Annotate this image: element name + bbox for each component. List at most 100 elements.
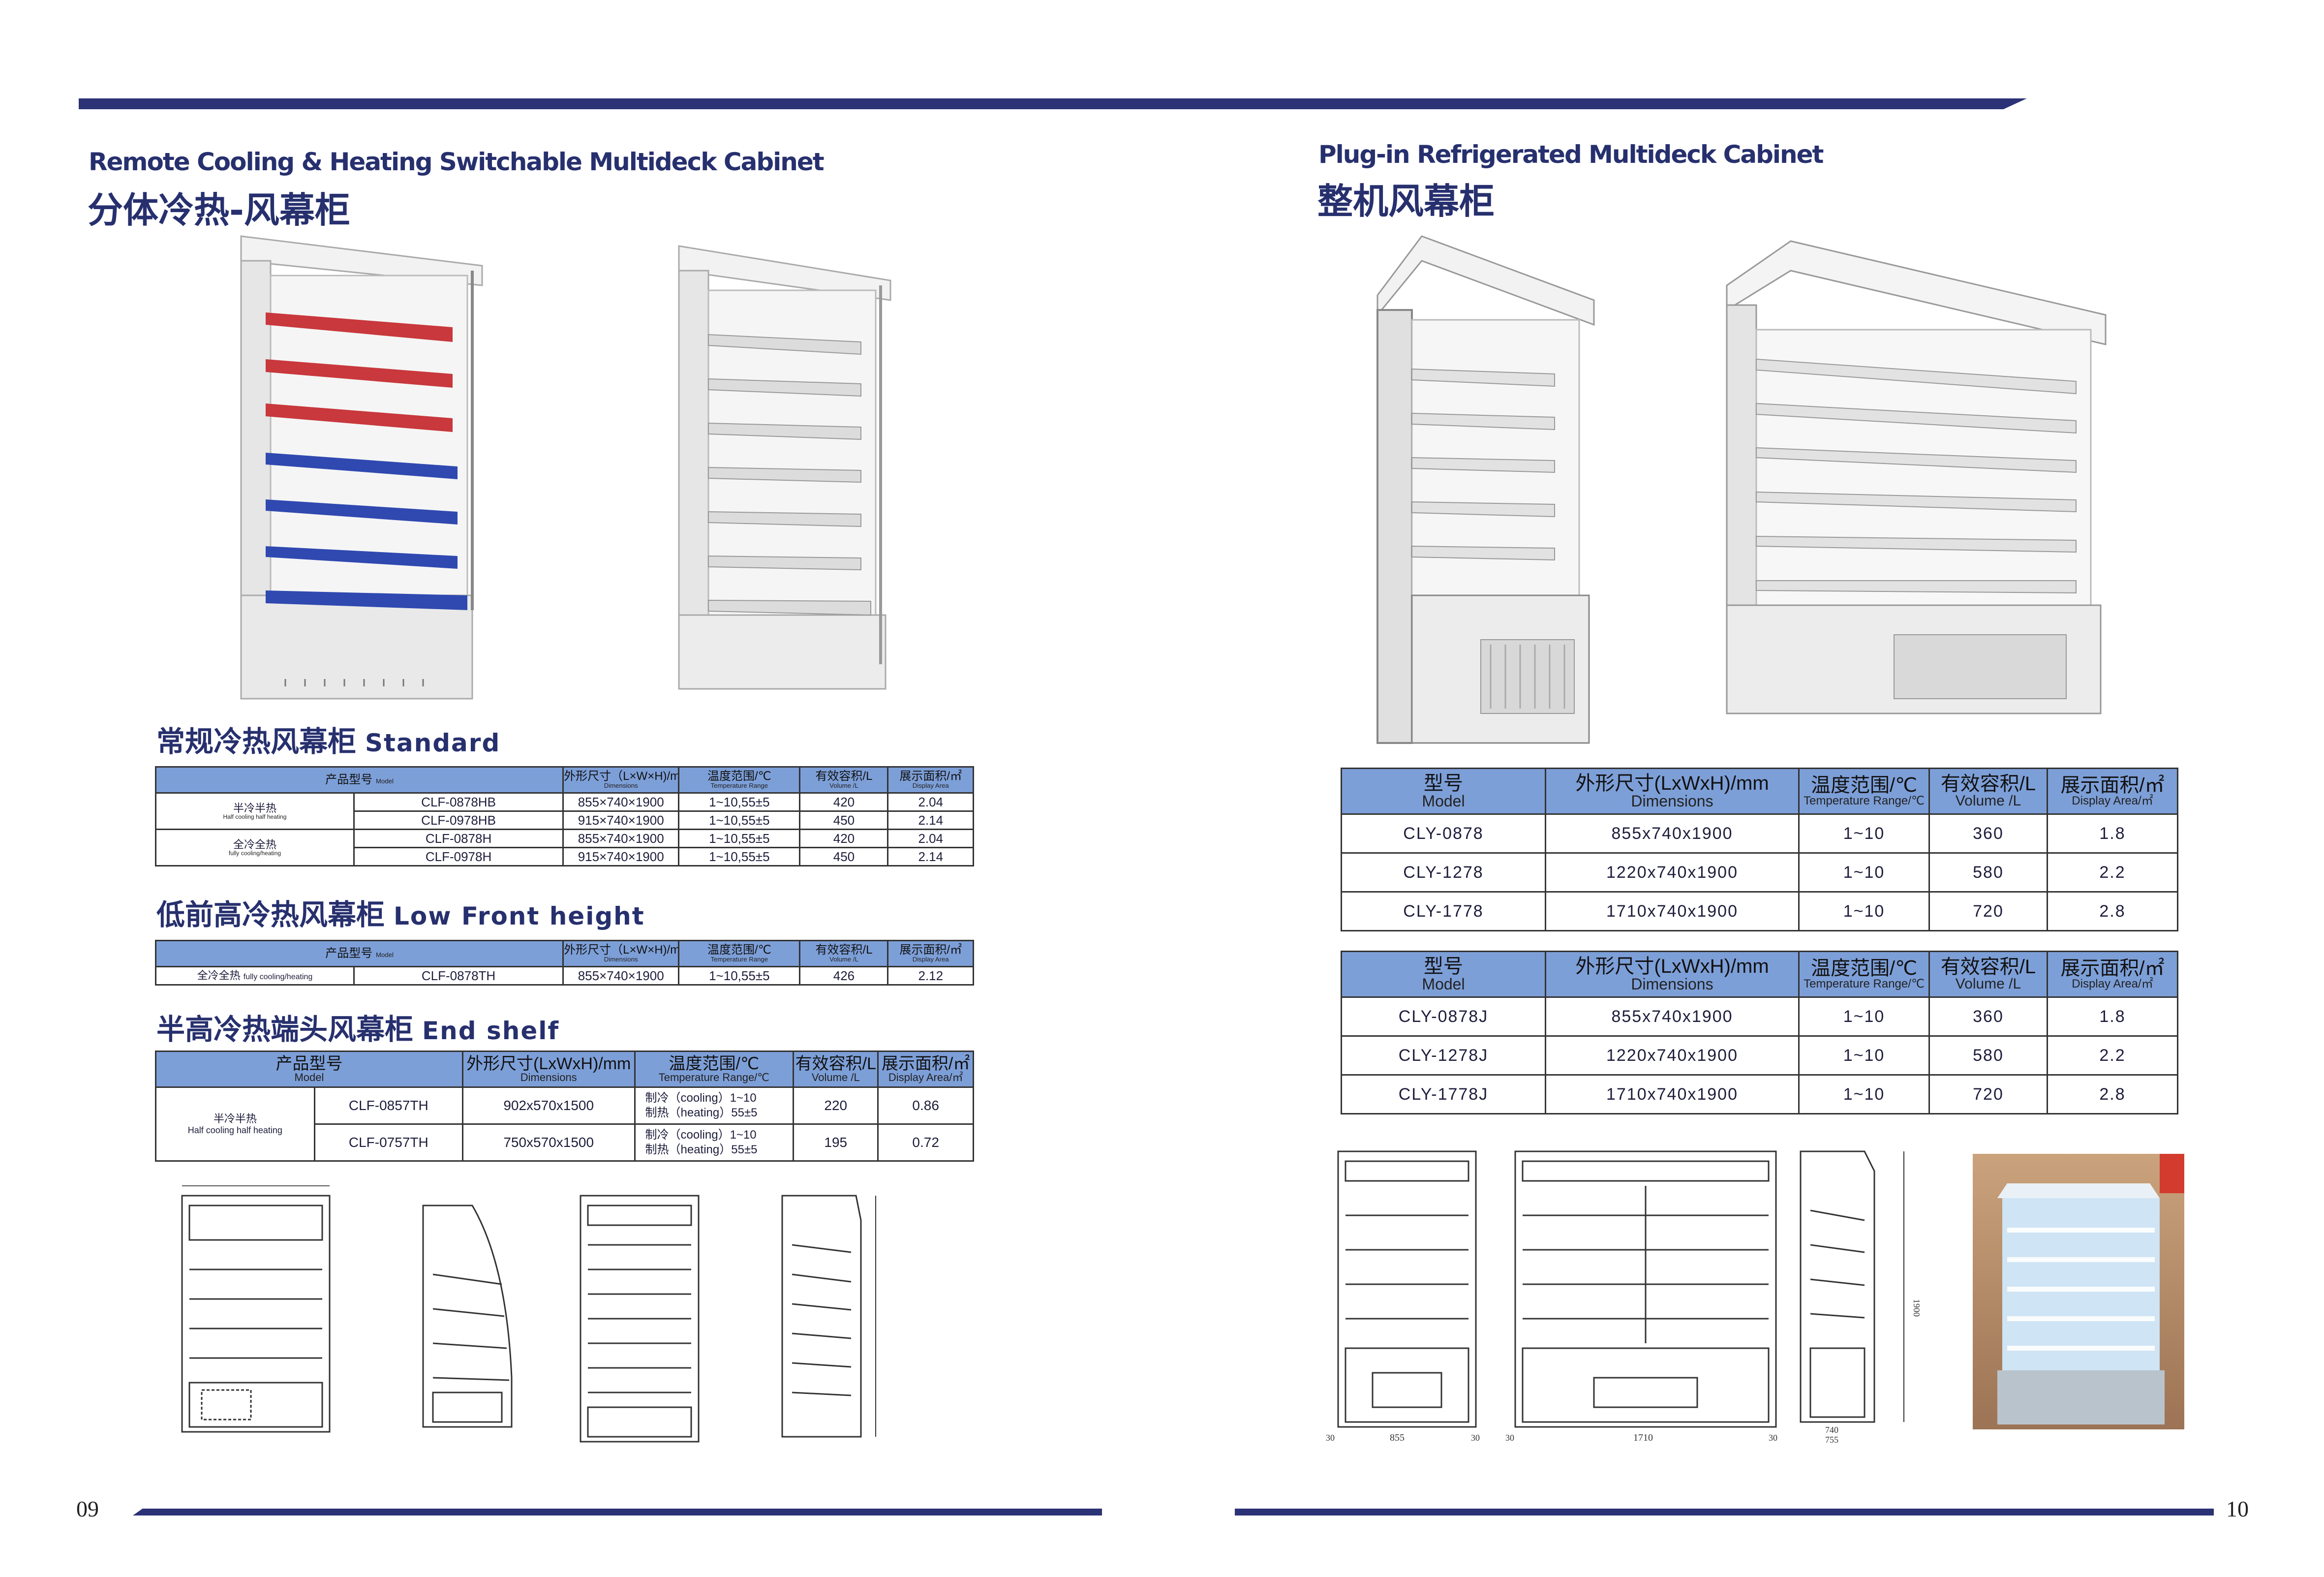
table-row: CLF-0978HB 915×740×1900 1~10,55±5 450 2.… <box>156 810 974 830</box>
table-cell: 1220x740x1900 <box>1545 852 1800 893</box>
std-col-model: 产品型号 Model <box>154 766 564 794</box>
cell-volume: 450 <box>799 847 889 866</box>
cell-dims: 915×740×1900 <box>562 810 680 830</box>
cell-dims: 902x570x1500 <box>461 1086 636 1125</box>
table-cell: 1710x740x1900 <box>1545 1074 1800 1114</box>
cell-area: 0.86 <box>877 1086 974 1125</box>
cell-dims: 855×740×1900 <box>562 792 680 812</box>
table-cell: CLY-1778J <box>1341 1074 1546 1114</box>
table-row: 全冷全热 fully cooling/heating CLF-0878TH 85… <box>155 966 974 986</box>
dim-label: 1710 <box>1633 1432 1653 1443</box>
cell-volume: 450 <box>799 810 889 830</box>
cell-area: 2.14 <box>887 847 974 866</box>
drawing-front-view-855: 855 30 30 <box>1326 1150 1480 1443</box>
end-shelf-heading-cn: 半高冷热端头风幕柜 <box>156 1013 414 1046</box>
end-shelf-heading: 半高冷热端头风幕柜 End shelf <box>156 1006 559 1048</box>
cell-model: CLF-0757TH <box>313 1123 463 1162</box>
dim-label: 740 <box>1825 1425 1838 1435</box>
table-cell: 580 <box>1928 852 2048 893</box>
drawing-front-view-2 <box>580 1195 700 1443</box>
table-cell: 1~10 <box>1798 891 1930 931</box>
table-row: CLF-0978H 915×740×1900 1~10,55±5 450 2.1… <box>156 847 974 866</box>
drawing-front-view-1 <box>181 1185 331 1433</box>
table-cell: 2.8 <box>2047 891 2178 931</box>
bottom-rule-left <box>133 1509 1102 1515</box>
table-cell: 2.2 <box>2047 1035 2178 1076</box>
table-cell: 1~10 <box>1798 813 1930 854</box>
table-cell: 1~10 <box>1798 1074 1930 1114</box>
group-label: 全冷全热 fully cooling/heating <box>155 966 355 986</box>
cell-area: 2.14 <box>887 810 974 830</box>
drawing-side-view-plug-in: 740 755 1900 <box>1800 1150 1922 1445</box>
cell-model: CLF-0878H <box>353 829 564 848</box>
table-cell: CLY-1778 <box>1341 891 1546 931</box>
cell-model: CLF-0878TH <box>353 966 564 986</box>
table-cell: 2.8 <box>2047 1074 2178 1114</box>
cell-volume: 420 <box>799 792 889 812</box>
cell-volume: 195 <box>793 1123 879 1162</box>
cabinet-image-plug-in-small <box>1376 235 1595 744</box>
cabinet-image-white-shelves <box>678 245 891 690</box>
cell-model: CLF-0878HB <box>353 792 564 812</box>
cell-dims: 855×740×1900 <box>562 966 680 986</box>
dim-label: 30 <box>1326 1433 1335 1443</box>
cell-temp: 1~10,55±5 <box>678 792 801 812</box>
standard-heading-cn: 常规冷热风幕柜 <box>156 725 357 758</box>
cell-area: 2.04 <box>887 792 974 812</box>
standard-heading-en: Standard <box>365 729 501 757</box>
cell-model: CLF-0857TH <box>313 1086 463 1125</box>
table-cell: 580 <box>1928 1035 2048 1076</box>
cell-model: CLF-0978HB <box>353 810 564 830</box>
cell-area: 2.04 <box>887 829 974 848</box>
top-rule <box>79 98 2027 109</box>
table-cell: 1710x740x1900 <box>1545 891 1800 931</box>
table-cell: 1~10 <box>1798 996 1930 1037</box>
table-cell: 720 <box>1928 891 2048 931</box>
cell-temp: 1~10,55±5 <box>678 966 801 986</box>
cell-dims: 915×740×1900 <box>562 847 680 866</box>
dim-label: 30 <box>1471 1433 1480 1443</box>
table-cell: 720 <box>1928 1074 2048 1114</box>
end-shelf-heading-en: End shelf <box>422 1017 560 1045</box>
table-cell: 1.8 <box>2047 996 2178 1037</box>
drawing-front-view-1710: 1710 30 30 <box>1505 1150 1777 1443</box>
dim-label: 755 <box>1825 1435 1838 1445</box>
table-cell: 1~10 <box>1798 1035 1930 1076</box>
cell-area: 2.12 <box>887 966 974 986</box>
store-photo <box>1973 1154 2184 1429</box>
drawing-side-view-1 <box>422 1205 513 1428</box>
left-title-cn: 分体冷热-风幕柜 <box>88 189 350 231</box>
cell-volume: 220 <box>793 1086 879 1125</box>
red-shelves <box>266 312 453 432</box>
table-cell: 855x740x1900 <box>1545 813 1800 854</box>
low-front-heading-en: Low Front height <box>394 902 645 930</box>
cell-dims: 750x570x1500 <box>461 1123 636 1162</box>
